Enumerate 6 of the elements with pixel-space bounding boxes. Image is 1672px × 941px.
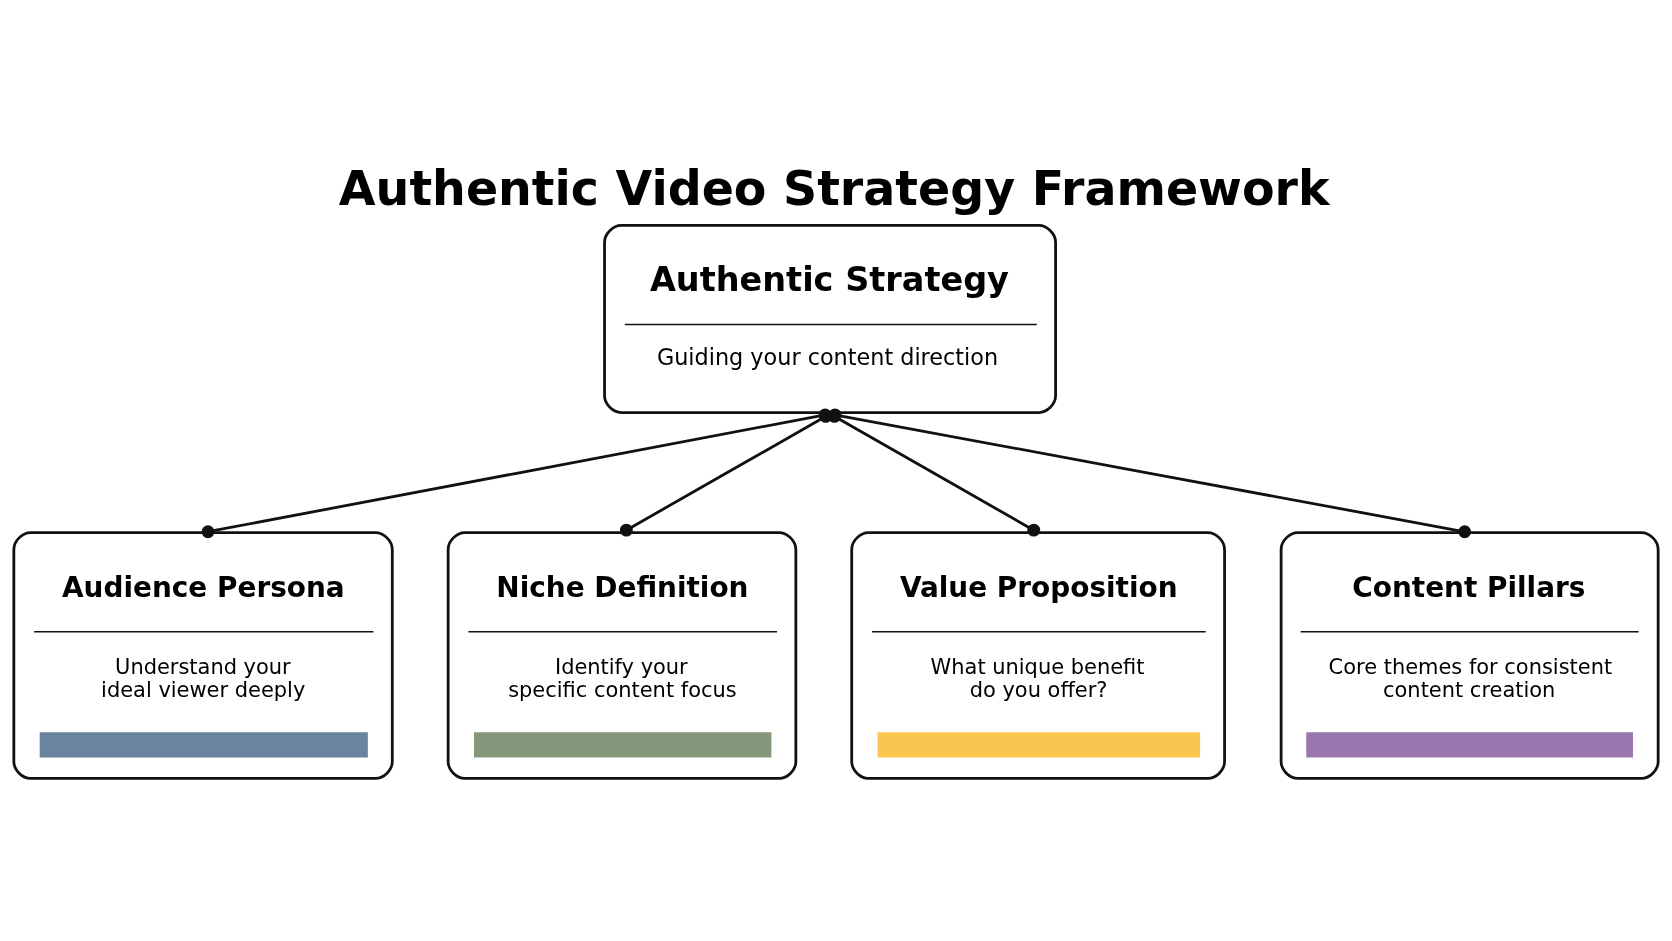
node-box: Authentic Strategy Guiding your content direction (603, 224, 1057, 414)
node-box: Content Pillars Core themes for consistent content creation (1279, 531, 1660, 780)
node-box: Value Proposition What unique benefit do you offer? (850, 531, 1226, 780)
node-box: Audience Persona Understand your ideal viewer deeply (12, 531, 394, 780)
node-box: Niche Definition Identify your specific content focus (446, 531, 798, 780)
diagram-title: Authentic Video Strategy Framework (338, 160, 1330, 216)
